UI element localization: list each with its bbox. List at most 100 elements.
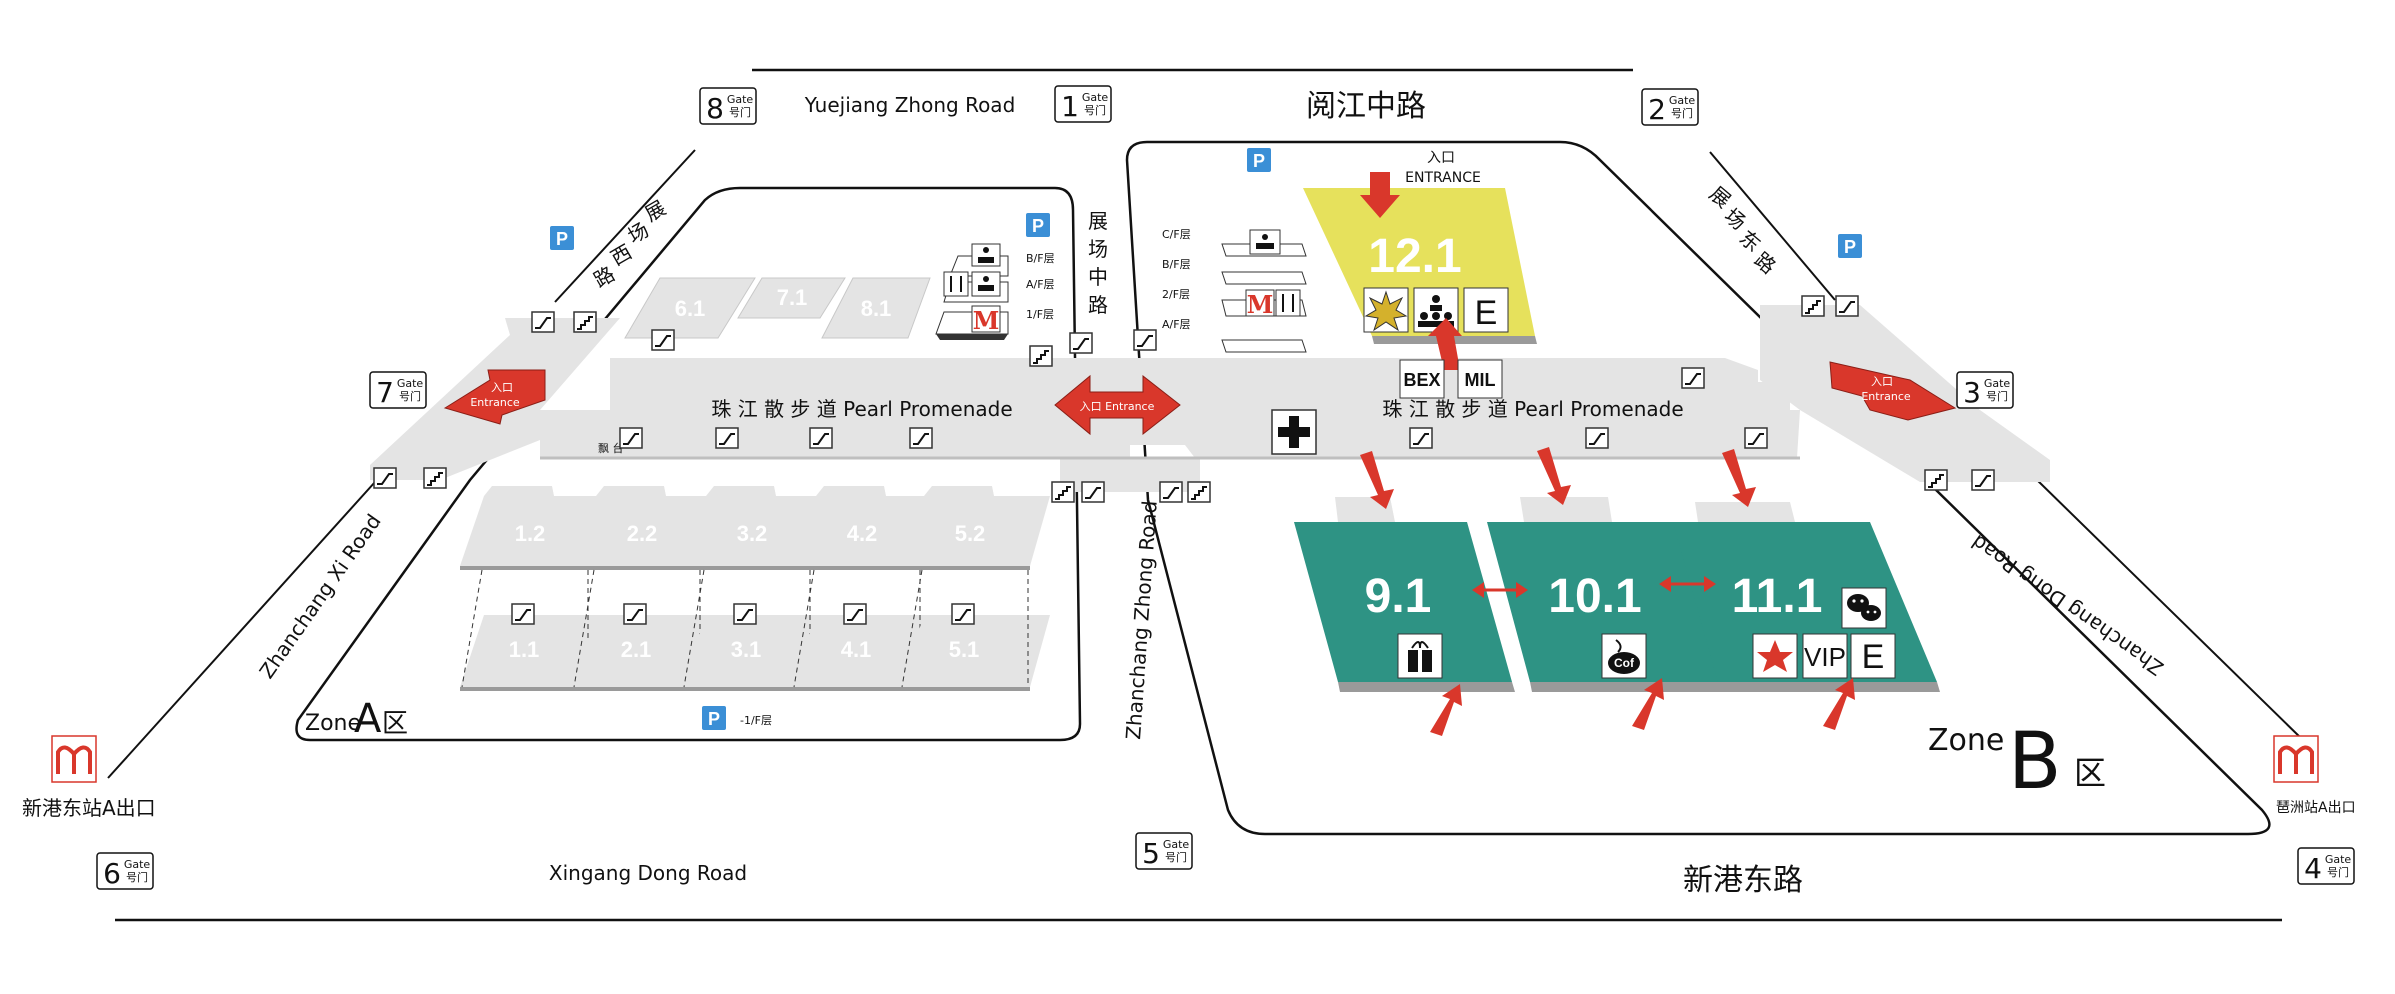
conference-icon <box>1413 287 1459 333</box>
restaurant-icon <box>1275 289 1301 317</box>
platform-label: 飘 台 <box>598 441 624 455</box>
svg-text:路: 路 <box>1088 293 1108 317</box>
svg-text:Gate: Gate <box>2325 853 2352 866</box>
svg-text:B: B <box>2008 717 2062 807</box>
svg-text:Entrance: Entrance <box>470 396 520 409</box>
escalator-icon <box>1681 367 1705 389</box>
svg-text:B/F层: B/F层 <box>1026 252 1055 265</box>
svg-text:西: 西 <box>607 240 636 271</box>
metro-east-label: 琶洲站A出口 <box>2276 800 2356 816</box>
svg-text:Gate: Gate <box>1984 377 2011 390</box>
svg-text:号门: 号门 <box>1986 389 2008 403</box>
escalator-icon <box>531 311 555 333</box>
svg-text:2.1: 2.1 <box>621 637 652 662</box>
vip-badge: VIP <box>1802 633 1848 679</box>
parking-icon <box>1838 234 1862 258</box>
svg-text:VIP: VIP <box>1804 642 1846 672</box>
zone-a-hall-grid: 1.2 1.1 2.2 2.1 3.2 3.1 4.2 4.1 5.2 5.1 <box>460 486 1050 691</box>
hall-2-2[interactable]: 2.2 <box>572 486 722 570</box>
hall-5-2[interactable]: 5.2 <box>900 486 1050 570</box>
svg-text:10.1: 10.1 <box>1548 570 1641 623</box>
svg-text:5.2: 5.2 <box>955 521 986 546</box>
escalator-icon <box>1835 295 1859 317</box>
promenade-label-b: 珠 江 散 步 道 Pearl Promenade <box>1382 397 1683 421</box>
parking-icon <box>550 226 574 250</box>
road-label-zhanchang-dong-en: Zhanchang Dong Road <box>1967 530 2168 681</box>
svg-text:4: 4 <box>2304 852 2322 885</box>
svg-text:场: 场 <box>1088 237 1108 261</box>
svg-text:入口: 入口 <box>1871 375 1893 388</box>
svg-text:号门: 号门 <box>126 870 148 884</box>
escalator-icon <box>1744 427 1768 449</box>
stairs-icon <box>1924 469 1948 491</box>
bex-badge: BEX <box>1399 359 1445 399</box>
svg-text:8: 8 <box>706 92 724 125</box>
svg-text:7.1: 7.1 <box>777 285 808 310</box>
hall-5-1[interactable]: 5.1 <box>900 615 1050 691</box>
svg-text:6.1: 6.1 <box>675 296 706 321</box>
upper-hall-8-1[interactable]: 8.1 <box>821 277 931 339</box>
stairs-icon <box>1187 481 1211 503</box>
hall-4-1[interactable]: 4.1 <box>792 615 942 691</box>
road-line-zhanchang-dong-south <box>2034 477 2306 743</box>
svg-text:E: E <box>1475 294 1498 332</box>
center-entrance-arrow[interactable]: 入口 Entrance <box>1054 374 1181 436</box>
zone-a-floor-stack: M B/F层 A/F层 1/F层 <box>935 243 1055 340</box>
upper-hall-6-1[interactable]: 6.1 <box>624 277 756 339</box>
parking-icon <box>702 706 726 730</box>
zone-a-outline <box>295 186 1082 742</box>
hall-4-2[interactable]: 4.2 <box>792 486 942 570</box>
road-label-xingang-en: Xingang Dong Road <box>549 861 747 885</box>
svg-text:1.1: 1.1 <box>509 637 540 662</box>
escalator-icon <box>951 603 975 625</box>
parking-icon <box>1026 213 1050 237</box>
zone-b-outline <box>1125 140 2271 836</box>
zone-b-entrance-arrows <box>1360 447 1855 736</box>
svg-text:号门: 号门 <box>1084 103 1106 117</box>
escalator-icon <box>715 427 739 449</box>
hall-3-1[interactable]: 3.1 <box>682 615 832 691</box>
svg-text:号门: 号门 <box>1671 106 1693 120</box>
hall-3-2[interactable]: 3.2 <box>682 486 832 570</box>
svg-text:BEX: BEX <box>1403 370 1440 390</box>
svg-text:区: 区 <box>2074 754 2106 792</box>
west-entrance-arrow[interactable]: 入口 Entrance <box>443 369 546 425</box>
hall-10-1[interactable]: 10.1 <box>1487 497 1725 692</box>
hall-1-1[interactable]: 1.1 <box>460 615 610 691</box>
svg-text:C/F层: C/F层 <box>1162 228 1191 241</box>
zone-b-label: Zone B 区 <box>1928 717 2106 807</box>
svg-text:B/F层: B/F层 <box>1162 258 1191 271</box>
svg-text:5: 5 <box>1142 837 1160 870</box>
svg-text:1: 1 <box>1061 90 1079 123</box>
upper-hall-7-1[interactable]: 7.1 <box>737 277 846 319</box>
svg-text:Zone: Zone <box>305 711 361 736</box>
east-entrance-arrow[interactable]: 入口 Entrance <box>1829 361 1957 421</box>
hall-2-1[interactable]: 2.1 <box>572 615 722 691</box>
escalator-icon <box>843 603 867 625</box>
svg-text:Gate: Gate <box>727 93 754 106</box>
svg-text:Gate: Gate <box>397 377 424 390</box>
escalator-icon <box>651 329 675 351</box>
svg-text:Entrance: Entrance <box>1861 390 1911 403</box>
hall-1-2[interactable]: 1.2 <box>460 486 610 570</box>
metro-icon <box>2273 735 2319 783</box>
svg-text:Gate: Gate <box>124 858 151 871</box>
road-label-xingang-cn: 新港东路 <box>1683 863 1803 898</box>
svg-text:3.2: 3.2 <box>737 521 768 546</box>
mil-badge: MIL <box>1457 359 1503 399</box>
svg-text:展: 展 <box>641 196 670 227</box>
e-icon: E <box>1850 633 1896 679</box>
svg-text:ENTRANCE: ENTRANCE <box>1405 170 1481 186</box>
svg-text:中: 中 <box>1088 265 1108 289</box>
svg-text:Cof: Cof <box>1614 656 1635 670</box>
svg-text:入口: 入口 <box>1427 150 1455 166</box>
escalator-icon <box>619 427 643 449</box>
conference-icon <box>1249 229 1281 255</box>
svg-text:2/F层: 2/F层 <box>1162 288 1190 301</box>
mcdonalds-icon: M <box>971 305 1001 335</box>
